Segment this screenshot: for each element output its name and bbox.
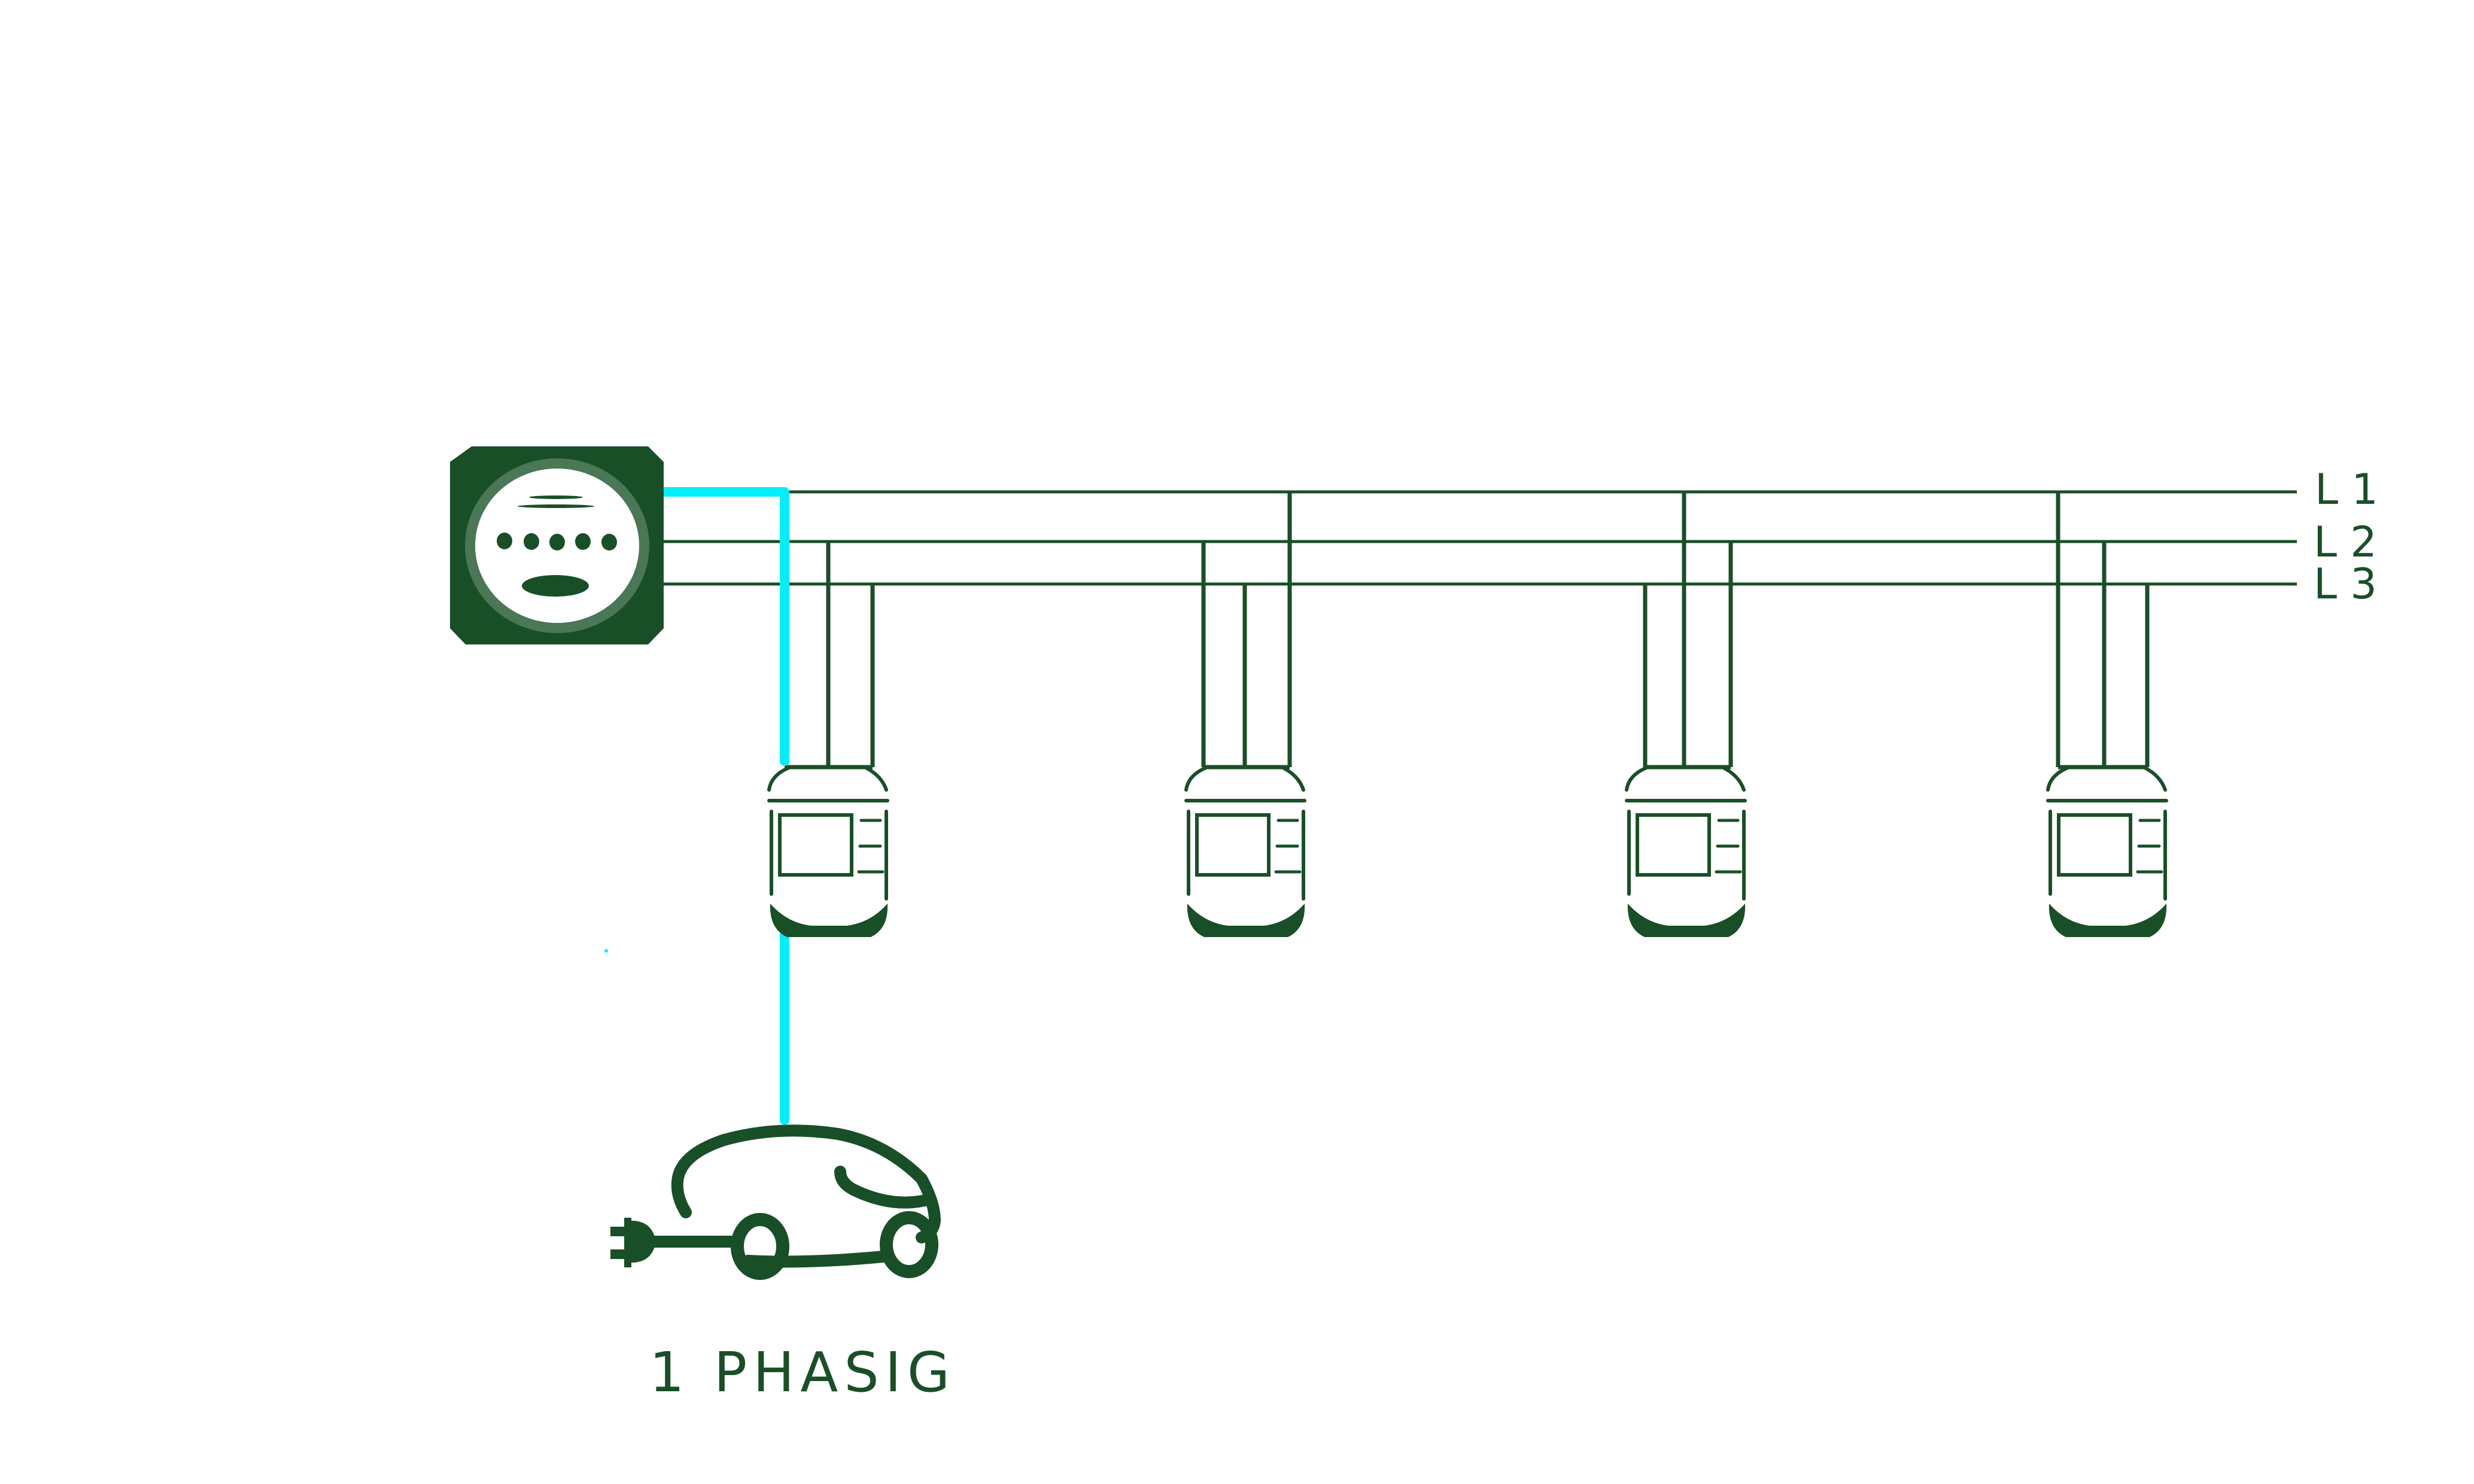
phase-label-l2: L 2 [2314, 518, 2377, 567]
phase-label-l3: L 3 [2314, 559, 2377, 609]
car-body-roof [671, 1124, 941, 1243]
charger-4[interactable] [2048, 767, 2166, 937]
meter-display [522, 575, 589, 597]
meter-dot [601, 534, 617, 551]
charger-2[interactable] [1186, 767, 1305, 937]
meter-line-1 [529, 495, 583, 499]
meter-dot [575, 533, 591, 550]
meter-dot [524, 533, 539, 550]
plug-icon [610, 1218, 656, 1267]
car-underbody [742, 1251, 889, 1268]
charger-drops [785, 492, 2150, 770]
electricity-meter [450, 446, 664, 644]
car-window [834, 1166, 931, 1209]
charger-3[interactable] [1627, 767, 1745, 937]
meter-dot [549, 534, 565, 551]
car-rear-wheel [880, 1211, 938, 1278]
meter-line-2 [518, 504, 594, 508]
phase-bus [664, 490, 2297, 586]
active-wire-meter-to-charger [659, 487, 789, 766]
vehicle-phase-label: 1 PHASIG [649, 1340, 956, 1404]
phase-label-l1: L 1 [2315, 465, 2378, 514]
charger-1[interactable] [769, 767, 888, 937]
active-phase-path [604, 487, 789, 1125]
electric-car-icon [610, 1124, 941, 1280]
meter-dot [497, 533, 512, 549]
stray-dot [604, 949, 608, 953]
meter-dots [497, 533, 617, 551]
phase-labels: L 1 L 2 L 3 [2314, 465, 2378, 609]
